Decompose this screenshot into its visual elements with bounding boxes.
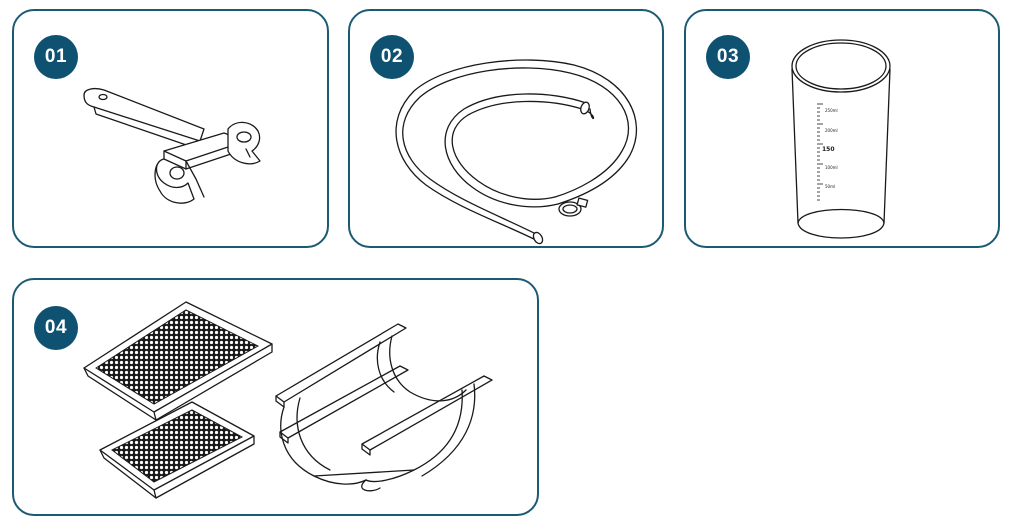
hose-illustration: [395, 59, 638, 245]
badge-03: 03: [706, 35, 750, 79]
badge-02: 02: [370, 35, 414, 79]
cup-mark-250: 250ml: [825, 108, 838, 113]
cup-scale: 250ml 200ml 150 100ml 50ml: [817, 103, 838, 201]
cup-mark-200: 200ml: [825, 128, 838, 133]
measuring-cup-illustration: 250ml 200ml 150 100ml 50ml: [791, 39, 891, 239]
basket-holder: [275, 323, 493, 492]
wrench-illustration: [83, 88, 261, 204]
panel-01: 01: [12, 9, 329, 248]
cup-mark-50: 50ml: [825, 184, 835, 189]
badge-04: 04: [34, 306, 78, 350]
panel-04: 04: [12, 278, 539, 516]
cup-mark-100: 100ml: [825, 165, 838, 170]
panel-02: 02: [348, 9, 664, 248]
cup-mark-150: 150: [822, 146, 835, 153]
panel-03: 03: [684, 9, 1000, 248]
badge-01: 01: [34, 35, 78, 79]
filter-trays-illustration: [83, 301, 493, 499]
